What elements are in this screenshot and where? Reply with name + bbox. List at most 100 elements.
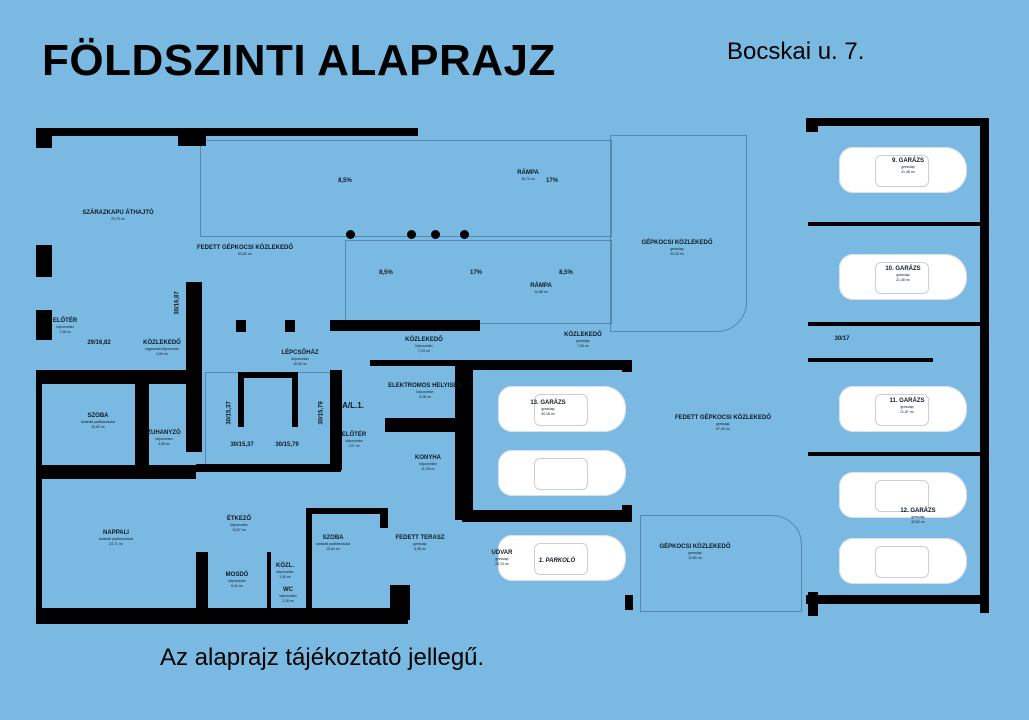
wall — [36, 310, 52, 340]
wall — [625, 595, 633, 610]
page-title: FÖLDSZINTI ALAPRAJZ — [42, 36, 556, 85]
wall — [385, 418, 465, 432]
ramp-outline — [200, 140, 612, 237]
wall — [306, 508, 386, 514]
wall — [292, 372, 298, 427]
car-icon — [498, 386, 626, 432]
column — [460, 230, 469, 239]
stair-label: 30/15,79 — [318, 401, 325, 425]
slope-label: 17% — [545, 178, 559, 184]
wall — [178, 128, 206, 146]
stair-label: 30/17 — [834, 336, 850, 342]
car-icon — [839, 538, 967, 584]
wall — [462, 360, 632, 370]
car-icon — [839, 254, 967, 300]
driveway-outline — [610, 135, 747, 332]
wall — [36, 465, 196, 479]
disclaimer-note: Az alaprajz tájékoztató jellegű. — [160, 644, 485, 671]
car-icon — [498, 535, 626, 581]
wall — [462, 510, 632, 522]
stair-label: 30/15,37 — [230, 442, 254, 448]
stair-label: 29/16,82 — [87, 340, 111, 346]
stair-label: 30/15,37 — [226, 401, 233, 425]
ramp-outline — [345, 240, 612, 324]
stair-outline — [205, 372, 332, 469]
unit-label: A/L.1. — [342, 401, 364, 410]
wall — [196, 552, 208, 612]
wall — [808, 358, 933, 362]
wall — [186, 282, 202, 452]
wall — [36, 370, 42, 610]
slope-label: 8,5% — [338, 178, 352, 184]
car-icon — [839, 472, 967, 518]
wall — [380, 508, 388, 528]
wall — [622, 505, 632, 522]
wall — [36, 608, 408, 624]
wall — [390, 585, 410, 620]
wall — [238, 372, 298, 378]
column — [407, 230, 416, 239]
wall — [330, 320, 480, 331]
wall — [238, 372, 244, 427]
slope-label: 17% — [469, 270, 483, 276]
wall — [36, 128, 418, 136]
wall — [808, 322, 980, 326]
car-icon — [839, 386, 967, 432]
slope-label: 8,5% — [379, 270, 393, 276]
slope-label: 8,5% — [559, 270, 573, 276]
column — [431, 230, 440, 239]
car-icon — [839, 147, 967, 193]
driveway-outline — [640, 515, 802, 612]
wall — [808, 222, 980, 226]
wall — [808, 452, 980, 456]
wall — [306, 508, 312, 618]
wall — [806, 118, 988, 126]
column — [346, 230, 355, 239]
wall — [806, 118, 818, 132]
wall — [36, 370, 196, 384]
stair-label: 30/16,87 — [174, 291, 181, 315]
wall — [36, 245, 52, 277]
wall — [135, 384, 149, 469]
wall — [370, 360, 470, 366]
car-icon — [498, 450, 626, 496]
wall — [808, 592, 818, 616]
wall — [622, 360, 632, 372]
address: Bocskai u. 7. — [727, 38, 865, 65]
wall — [196, 464, 341, 472]
wall — [267, 552, 271, 612]
wall — [330, 370, 342, 470]
wall — [455, 360, 473, 520]
stair-label: 30/15,79 — [275, 442, 299, 448]
wall — [236, 320, 246, 332]
